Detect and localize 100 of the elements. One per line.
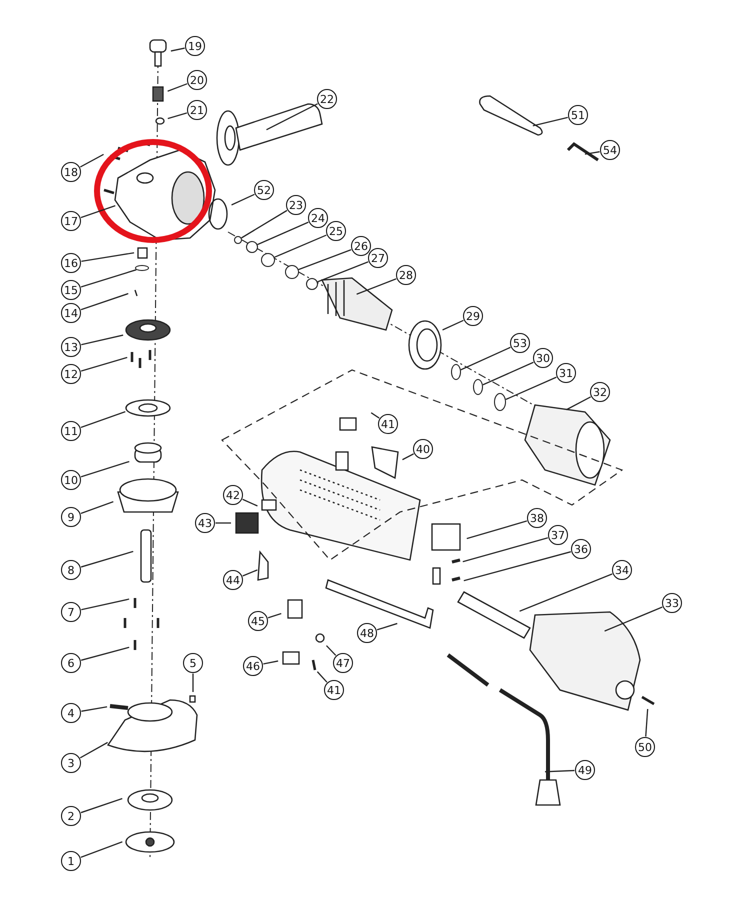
leader-line bbox=[80, 269, 136, 288]
leader-line bbox=[80, 205, 116, 218]
leader-line bbox=[80, 356, 128, 372]
leader-line bbox=[266, 103, 318, 130]
callout-number: 18 bbox=[61, 162, 81, 182]
leader-line bbox=[192, 674, 194, 692]
callout-number: 4 bbox=[61, 703, 81, 723]
callout-number: 48 bbox=[357, 623, 377, 643]
callout-number: 26 bbox=[351, 236, 371, 256]
callout-number: 36 bbox=[571, 539, 591, 559]
leader-line bbox=[80, 460, 130, 478]
callout-number: 32 bbox=[590, 382, 610, 402]
leader-line bbox=[462, 537, 548, 562]
leader-line bbox=[81, 598, 130, 610]
callout-number: 45 bbox=[248, 611, 268, 631]
callout-number: 40 bbox=[413, 439, 433, 459]
callout-number: 5 bbox=[183, 653, 203, 673]
callout-number: 49 bbox=[575, 760, 595, 780]
callout-number: 10 bbox=[61, 470, 81, 490]
callout-number: 28 bbox=[396, 265, 416, 285]
callout-number: 17 bbox=[61, 211, 81, 231]
leader-line bbox=[80, 501, 114, 514]
round-part bbox=[494, 393, 506, 411]
callout-number: 2 bbox=[61, 806, 81, 826]
callout-number: 19 bbox=[185, 36, 205, 56]
callout-number: 6 bbox=[61, 653, 81, 673]
callout-number: 24 bbox=[308, 208, 328, 228]
callout-number: 9 bbox=[61, 507, 81, 527]
round-part bbox=[473, 379, 483, 395]
leader-line bbox=[80, 646, 130, 661]
round-part bbox=[285, 265, 299, 279]
callout-number: 25 bbox=[326, 221, 346, 241]
leader-line bbox=[263, 660, 278, 665]
callout-number: 34 bbox=[612, 560, 632, 580]
leader-line bbox=[242, 569, 258, 577]
leader-line bbox=[317, 261, 368, 282]
callout-number: 3 bbox=[61, 753, 81, 773]
callout-number: 15 bbox=[61, 280, 81, 300]
callout-number: 1 bbox=[61, 851, 81, 871]
leader-line bbox=[316, 671, 328, 683]
callout-number: 46 bbox=[243, 656, 263, 676]
callout-number: 11 bbox=[61, 421, 81, 441]
leader-line bbox=[231, 194, 255, 206]
leader-line bbox=[257, 222, 309, 246]
leader-line bbox=[370, 412, 380, 419]
callout-number: 38 bbox=[527, 508, 547, 528]
callout-number: 16 bbox=[61, 253, 81, 273]
callout-number: 41 bbox=[324, 680, 344, 700]
leader-line bbox=[604, 606, 663, 632]
leader-line bbox=[356, 278, 396, 295]
leader-line bbox=[81, 334, 124, 346]
callout-number: 29 bbox=[463, 306, 483, 326]
leader-line bbox=[80, 293, 128, 310]
leader-line bbox=[80, 798, 122, 814]
callout-number: 51 bbox=[568, 105, 588, 125]
callout-number: 42 bbox=[223, 485, 243, 505]
callout-number: 21 bbox=[187, 100, 207, 120]
leader-line bbox=[241, 210, 288, 238]
leader-line bbox=[242, 498, 258, 506]
callout-number: 22 bbox=[317, 89, 337, 109]
leader-line bbox=[464, 551, 572, 582]
leader-line bbox=[80, 742, 108, 758]
callout-number: 31 bbox=[556, 363, 576, 383]
callout-number: 20 bbox=[187, 70, 207, 90]
leader-line bbox=[81, 706, 108, 712]
leader-line bbox=[532, 116, 568, 126]
leader-line bbox=[81, 252, 134, 262]
callout-number: 23 bbox=[286, 195, 306, 215]
leader-line bbox=[268, 612, 282, 618]
callout-number: 52 bbox=[254, 180, 274, 200]
round-part bbox=[246, 241, 258, 253]
round-part bbox=[451, 364, 461, 380]
leader-line bbox=[80, 411, 126, 428]
leader-line bbox=[80, 841, 123, 858]
leader-line bbox=[167, 83, 188, 92]
callout-number: 37 bbox=[548, 525, 568, 545]
callout-number: 8 bbox=[61, 560, 81, 580]
leader-line bbox=[460, 346, 511, 370]
leader-line bbox=[466, 520, 528, 540]
callout-number: 30 bbox=[533, 348, 553, 368]
leader-line bbox=[274, 234, 327, 258]
callout-number: 27 bbox=[368, 248, 388, 268]
round-part bbox=[261, 253, 275, 267]
leader-line bbox=[80, 154, 104, 168]
callout-number: 44 bbox=[223, 570, 243, 590]
leader-line bbox=[645, 708, 648, 737]
leader-line bbox=[80, 550, 134, 568]
callout-number: 54 bbox=[600, 140, 620, 160]
callout-number: 12 bbox=[61, 364, 81, 384]
leader-line bbox=[584, 151, 600, 155]
leader-line bbox=[544, 770, 575, 772]
leader-line bbox=[442, 320, 464, 330]
callout-number: 13 bbox=[61, 337, 81, 357]
callout-number: 14 bbox=[61, 303, 81, 323]
callout-number: 7 bbox=[61, 602, 81, 622]
round-part bbox=[234, 236, 242, 244]
callout-number: 33 bbox=[662, 593, 682, 613]
leader-line bbox=[519, 573, 612, 612]
leader-line bbox=[402, 453, 414, 460]
round-part bbox=[135, 265, 149, 271]
